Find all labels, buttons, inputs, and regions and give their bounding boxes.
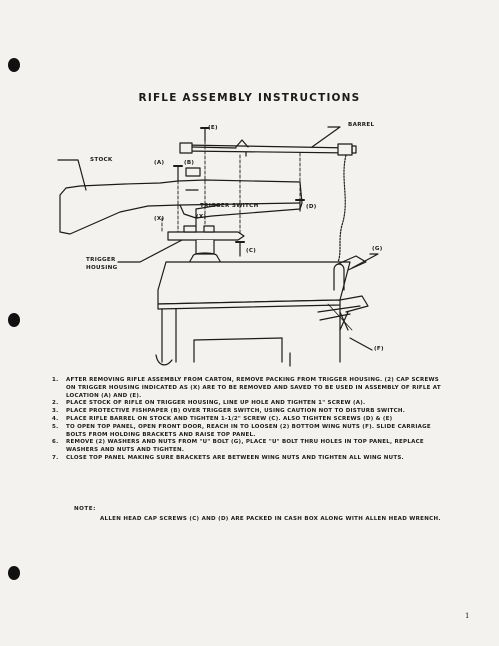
g-leader [351, 253, 379, 269]
trigger-leader [117, 239, 183, 263]
page-title: RIFLE ASSEMBLY INSTRUCTIONS [138, 92, 361, 104]
label-e: (E) [208, 125, 218, 131]
punch-hole-middle [8, 313, 20, 327]
label-x-left: (X) [154, 216, 165, 222]
label-d: (D) [306, 204, 317, 210]
page-number: 1 [465, 612, 470, 620]
screw-e [200, 127, 210, 142]
barrel-drawing [179, 139, 357, 157]
label-a: (A) [154, 160, 165, 166]
label-c: (C) [246, 248, 257, 254]
label-b: (B) [184, 160, 195, 166]
label-trigger: TRIGGER [86, 257, 116, 263]
label-x-right: (X) [196, 214, 207, 220]
stock-drawing [59, 179, 303, 235]
step-item: 1.AFTER REMOVING RIFLE ASSEMBLY FROM CAR… [52, 377, 441, 399]
cable [337, 154, 347, 263]
assembly-diagram [57, 126, 379, 367]
note-heading: NOTE: [74, 506, 96, 512]
f-leader [349, 337, 373, 351]
note-text: ALLEN HEAD CAP SCREWS (C) AND (D) ARE PA… [100, 516, 441, 522]
screw-a [173, 165, 183, 182]
assembly-steps: 1.AFTER REMOVING RIFLE ASSEMBLY FROM CAR… [52, 377, 447, 463]
step-item: 2.PLACE STOCK OF RIFLE ON TRIGGER HOUSIN… [52, 400, 366, 407]
fishpaper-b [185, 167, 201, 177]
label-barrel: BARREL [348, 122, 375, 128]
label-f: (F) [374, 346, 384, 352]
label-stock: STOCK [90, 157, 113, 163]
step-item: 4.PLACE RIFLE BARREL ON STOCK AND TIGHTE… [52, 415, 393, 422]
step-item: 3.PLACE PROTECTIVE FISHPAPER (B) OVER TR… [52, 408, 406, 415]
screw-d [295, 199, 305, 212]
punch-hole-top [8, 58, 20, 72]
label-g: (G) [372, 246, 383, 252]
alignment-lines [161, 140, 301, 241]
barrel-leader [311, 126, 341, 148]
punch-hole-bottom [8, 566, 20, 580]
screw-c [235, 241, 245, 257]
stock-leader [57, 159, 87, 191]
step-item: 5.TO OPEN TOP PANEL, OPEN FRONT DOOR, RE… [52, 423, 431, 438]
label-housing: HOUSING [86, 265, 118, 271]
u-bolt-g [333, 255, 367, 291]
step-item: 6.REMOVE (2) WASHERS AND NUTS FROM "U" B… [52, 439, 424, 454]
step-item: 7.CLOSE TOP PANEL MAKING SURE BRACKETS A… [52, 454, 404, 461]
cabinet-drawing [155, 261, 369, 367]
label-trigger-switch: TRIGGER SWITCH [200, 203, 259, 209]
